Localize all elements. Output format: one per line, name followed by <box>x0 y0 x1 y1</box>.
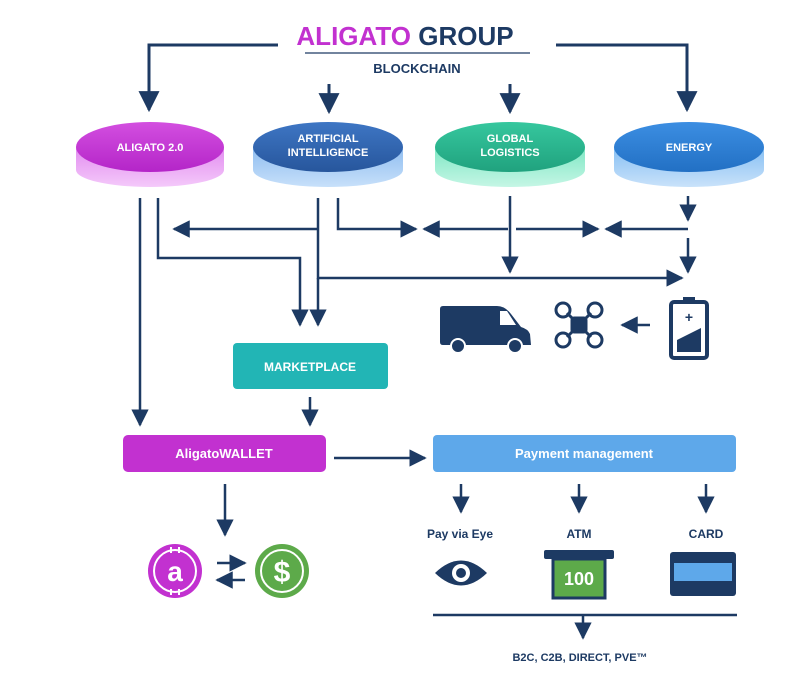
pay-via-eye: Pay via Eye <box>427 527 493 586</box>
pillar-ai-label-2: INTELLIGENCE <box>288 147 369 159</box>
pillar-ai: ARTIFICIAL INTELLIGENCE <box>253 122 403 187</box>
eye-icon <box>435 560 487 586</box>
pillar-energy: ENERGY <box>614 122 764 187</box>
header-title: ALIGATO GROUP <box>296 21 513 51</box>
drone-icon <box>554 301 604 349</box>
payment-label: Payment management <box>515 446 654 461</box>
battery-icon: + <box>669 297 709 360</box>
pillar-logistics-label-2: LOGISTICS <box>480 147 539 159</box>
marketplace-label: MARKETPLACE <box>264 360 356 374</box>
pillar-logistics-label-1: GLOBAL <box>487 133 534 145</box>
dollar-coin-icon: $ <box>255 544 309 598</box>
pillar-logistics: GLOBAL LOGISTICS <box>435 122 585 187</box>
wallet-label: AligatoWALLET <box>175 446 273 461</box>
atm-icon: 100 <box>544 550 614 600</box>
svg-text:$: $ <box>274 556 291 589</box>
header: ALIGATO GROUP BLOCKCHAIN <box>296 21 530 76</box>
card-label: CARD <box>689 527 724 541</box>
header-subtitle: BLOCKCHAIN <box>373 61 460 76</box>
atm-label: ATM <box>566 527 591 541</box>
pillar-ai-label-1: ARTIFICIAL <box>297 133 358 145</box>
connector-network <box>131 196 737 640</box>
wallet-box: AligatoWALLET <box>123 435 326 472</box>
card-icon <box>670 552 736 596</box>
svg-text:+: + <box>685 309 693 325</box>
svg-text:a: a <box>167 556 183 587</box>
atm-value: 100 <box>564 569 594 589</box>
aligato-coin-icon: a <box>148 544 202 598</box>
pillar-energy-label: ENERGY <box>666 142 713 154</box>
pillar-aligato-label: ALIGATO 2.0 <box>117 142 184 154</box>
footer-label: B2C, C2B, DIRECT, PVE™ <box>512 652 647 664</box>
header-connectors <box>138 43 698 115</box>
card: CARD <box>670 527 736 596</box>
van-icon <box>440 306 531 354</box>
payment-box: Payment management <box>433 435 736 472</box>
pillar-aligato: ALIGATO 2.0 <box>76 122 224 187</box>
marketplace-box: MARKETPLACE <box>233 343 388 389</box>
atm: ATM 100 <box>544 527 614 600</box>
pay-via-eye-label: Pay via Eye <box>427 527 493 541</box>
